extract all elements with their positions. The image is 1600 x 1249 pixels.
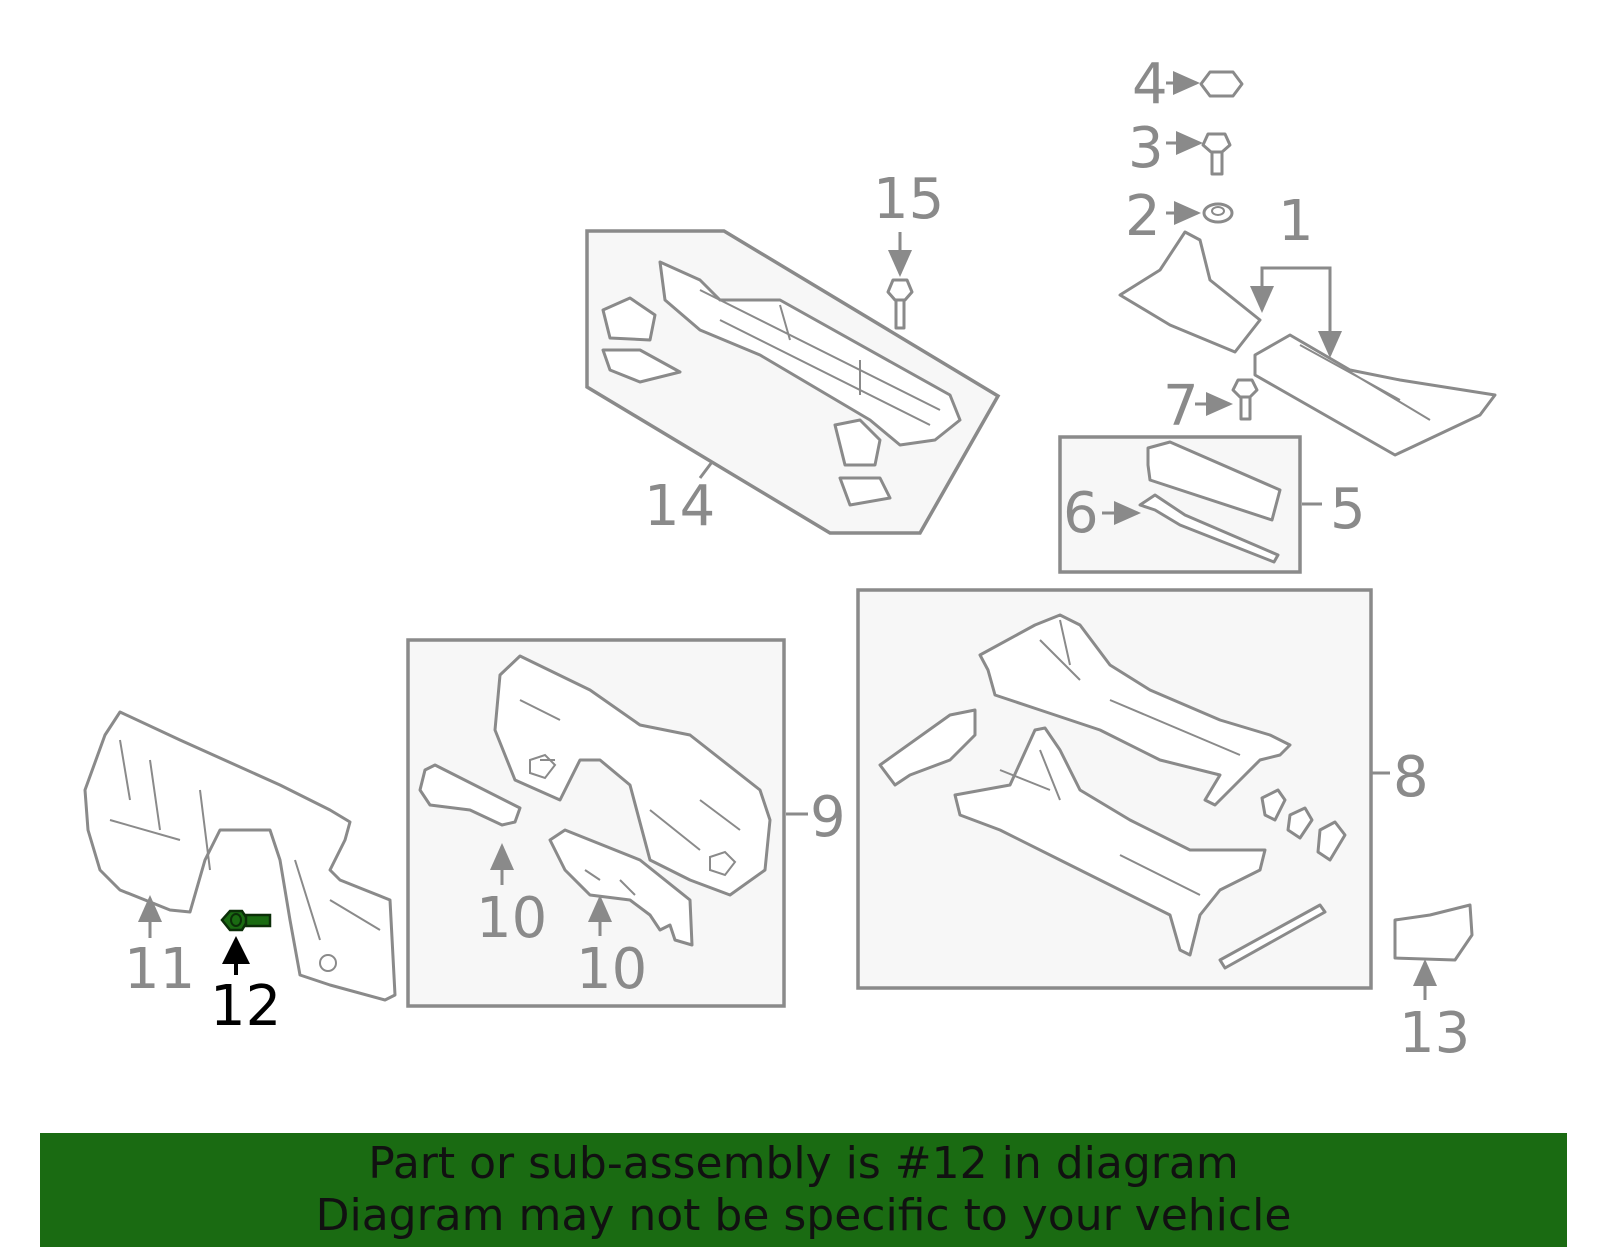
callout-7: 7	[1163, 374, 1199, 439]
cowl-panels-part-1	[1118, 230, 1497, 457]
clip-part-2	[1202, 202, 1234, 224]
callout-3: 3	[1128, 116, 1164, 181]
callout-1: 1	[1278, 189, 1314, 254]
callout-12: 12	[210, 974, 281, 1039]
callout-13: 13	[1399, 1001, 1470, 1066]
bolt-part-3	[1201, 132, 1232, 176]
bolt-part-15	[886, 278, 914, 330]
bracket-part-13	[1393, 903, 1474, 962]
highlighted-bolt-part-12	[220, 909, 272, 932]
nut-part-4	[1199, 70, 1244, 98]
bolt-part-7	[1231, 378, 1259, 421]
callout-14: 14	[644, 474, 715, 539]
leader-arrows	[138, 71, 1437, 1000]
callout-5: 5	[1330, 477, 1366, 542]
callout-4: 4	[1132, 52, 1168, 117]
group-14-box	[585, 229, 1001, 535]
group-9-box	[406, 638, 786, 1008]
callout-15: 15	[873, 167, 944, 232]
banner-line-1: Part or sub-assembly is #12 in diagram	[368, 1138, 1239, 1189]
callout-9: 9	[810, 785, 846, 850]
callout-6: 6	[1063, 481, 1099, 546]
group-5-box	[1058, 435, 1302, 574]
group-8-box	[856, 588, 1373, 990]
dash-panel-part-11	[83, 710, 397, 1002]
banner-line-2: Diagram may not be specific to your vehi…	[315, 1190, 1292, 1241]
callout-2: 2	[1125, 184, 1161, 249]
callout-10-right: 10	[576, 937, 647, 1002]
callout-11: 11	[124, 937, 195, 1002]
callout-10-left: 10	[476, 886, 547, 951]
bracket-part-10-left	[418, 763, 522, 827]
callout-8: 8	[1393, 745, 1429, 810]
info-banner: Part or sub-assembly is #12 in diagram D…	[40, 1133, 1567, 1247]
